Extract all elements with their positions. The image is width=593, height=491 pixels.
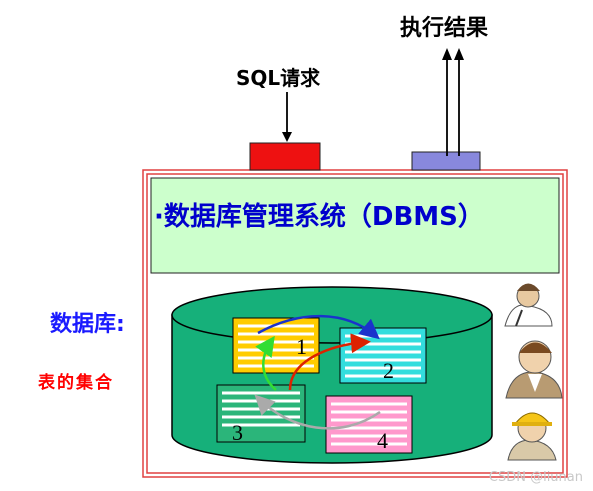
arrow-table1-to-table2 bbox=[257, 314, 380, 340]
table-3 bbox=[216, 384, 306, 443]
sql-input-block bbox=[249, 142, 321, 171]
table-2-number: 2 bbox=[383, 358, 394, 383]
table-1 bbox=[232, 317, 320, 374]
watermark: CSDN @liunan bbox=[488, 470, 583, 485]
arrow-table4-to-table3 bbox=[254, 394, 381, 430]
database-label: 数据库: bbox=[50, 312, 125, 337]
sql-request-label: SQL请求 bbox=[236, 66, 321, 90]
dbms-box bbox=[150, 177, 560, 274]
result-output-block bbox=[411, 151, 481, 171]
sql-request-arrow bbox=[282, 92, 292, 142]
dbms-label: ·数据库管理系统（DBMS） bbox=[154, 202, 484, 232]
arrow-table3-to-table2 bbox=[288, 333, 371, 391]
result-arrows bbox=[442, 48, 464, 156]
arrow-table3-to-table1 bbox=[255, 335, 277, 391]
person-icon-3 bbox=[507, 412, 557, 461]
person-icon-1 bbox=[504, 283, 553, 327]
table-4-number: 4 bbox=[377, 428, 388, 453]
person-icon-2 bbox=[505, 340, 563, 399]
table-collection-label: 表的集合 bbox=[38, 373, 114, 393]
table-4 bbox=[325, 395, 413, 454]
execution-result-label: 执行结果 bbox=[400, 16, 489, 41]
table-1-number: 1 bbox=[296, 334, 307, 359]
system-inner-border bbox=[146, 173, 564, 474]
table-3-number: 3 bbox=[232, 420, 243, 445]
